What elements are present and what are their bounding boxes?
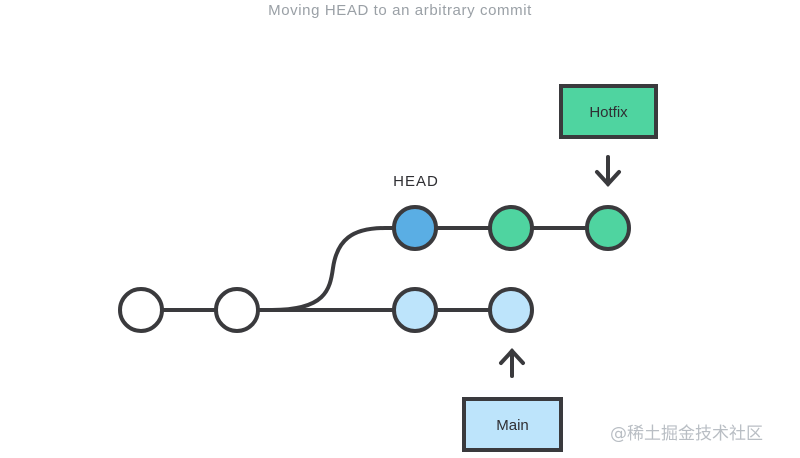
commit-node-hotfix-1[interactable] <box>488 205 534 251</box>
head-label: HEAD <box>393 173 439 190</box>
commit-node-main-2[interactable] <box>488 287 534 333</box>
commit-node-2[interactable] <box>214 287 260 333</box>
main-branch-box <box>462 397 563 452</box>
main-branch-text: Main <box>496 417 529 434</box>
main-branch-label[interactable]: Main <box>462 397 563 452</box>
edge-branch-curve <box>270 226 394 312</box>
up-arrow-icon <box>499 348 525 378</box>
hotfix-branch-text: Hotfix <box>589 104 628 121</box>
commit-node-main-1[interactable] <box>392 287 438 333</box>
hotfix-branch-box <box>559 84 658 139</box>
down-arrow-icon <box>595 155 621 187</box>
commit-node-1[interactable] <box>118 287 164 333</box>
diagram-caption: Moving HEAD to an arbitrary commit <box>268 2 532 19</box>
commit-node-head[interactable] <box>392 205 438 251</box>
watermark: @稀土掘金技术社区 <box>610 424 763 444</box>
hotfix-branch-label[interactable]: Hotfix <box>559 84 658 139</box>
commit-node-hotfix-2[interactable] <box>585 205 631 251</box>
